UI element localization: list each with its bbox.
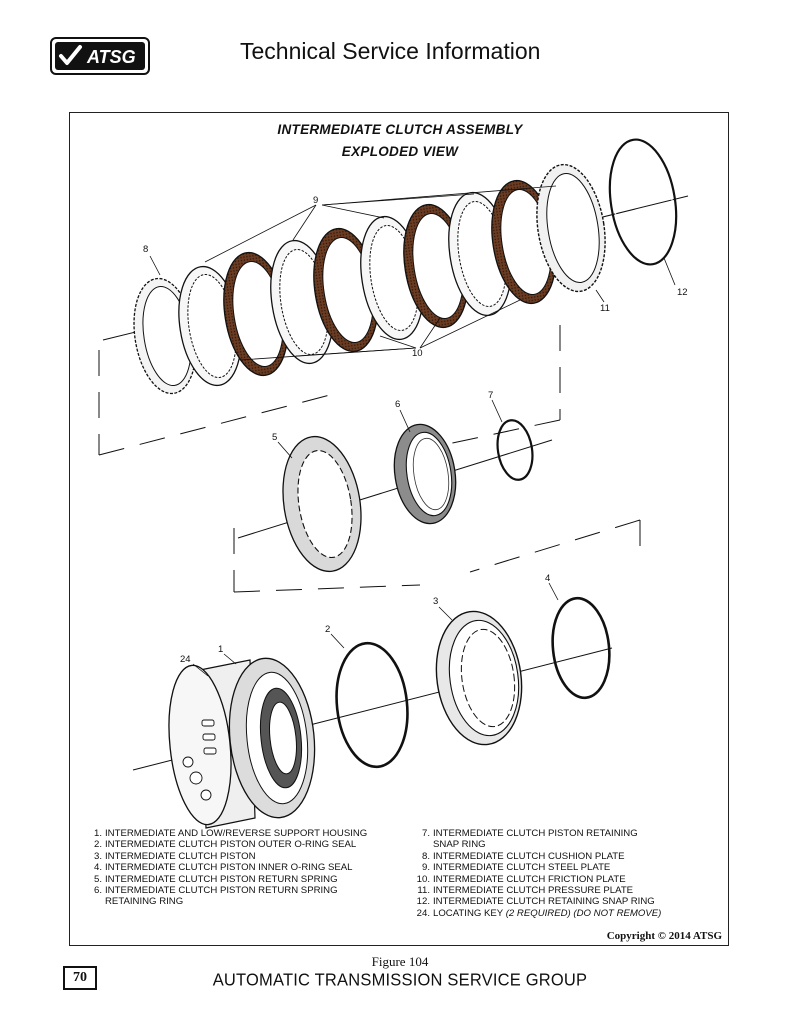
atsg-logo: ATSG bbox=[50, 37, 150, 75]
pressure-plate-11 bbox=[536, 163, 606, 293]
figure-frame bbox=[69, 112, 729, 946]
callout-9: 9 bbox=[313, 195, 318, 206]
page-number: 70 bbox=[63, 966, 97, 990]
inner-oring-4 bbox=[551, 596, 611, 700]
legend-item: 6.INTERMEDIATE CLUTCH PISTON RETURN SPRI… bbox=[93, 885, 338, 897]
page-footer: AUTOMATIC TRANSMISSION SERVICE GROUP bbox=[212, 970, 588, 990]
outer-oring-2 bbox=[335, 641, 409, 769]
support-housing-1 bbox=[168, 657, 316, 829]
callout-11: 11 bbox=[600, 303, 610, 314]
snap-ring-12 bbox=[608, 138, 678, 266]
callout-7: 7 bbox=[488, 390, 493, 401]
callout-6: 6 bbox=[395, 399, 400, 410]
legend-item: 11.INTERMEDIATE CLUTCH PRESSURE PLATE bbox=[417, 885, 634, 897]
legend-item: 5.INTERMEDIATE CLUTCH PISTON RETURN SPRI… bbox=[93, 873, 338, 885]
spring-retaining-ring-6 bbox=[393, 423, 457, 525]
callout-2: 2 bbox=[325, 624, 330, 635]
clutch-piston-3 bbox=[435, 610, 523, 746]
legend-right: 7.INTERMEDIATE CLUTCH PISTON RETAINING S… bbox=[414, 828, 714, 919]
callout-8: 8 bbox=[143, 244, 148, 255]
return-spring-5 bbox=[282, 435, 362, 573]
piston-snap-ring-7 bbox=[496, 419, 534, 481]
legend-item: 9.INTERMEDIATE CLUTCH STEEL PLATE bbox=[421, 862, 611, 874]
legend-item: 12.INTERMEDIATE CLUTCH RETAINING SNAP RI… bbox=[416, 896, 655, 908]
diagram-title-line2: EXPLODED VIEW bbox=[341, 144, 459, 159]
page-header-title: Technical Service Information bbox=[240, 38, 541, 64]
legend-note: (2 REQUIRED) (DO NOT REMOVE) bbox=[505, 907, 662, 919]
legend-item: 10.INTERMEDIATE CLUTCH FRICTION PLATE bbox=[416, 873, 626, 885]
copyright-notice: Copyright © 2014 ATSG bbox=[606, 930, 722, 942]
legend-item: 1.INTERMEDIATE AND LOW/REVERSE SUPPORT H… bbox=[93, 828, 368, 839]
callout-12: 12 bbox=[677, 287, 688, 298]
callout-3: 3 bbox=[433, 596, 438, 607]
legend-item: 3.INTERMEDIATE CLUTCH PISTON bbox=[93, 850, 256, 862]
legend-item: 24.LOCATING KEY (2 REQUIRED) (DO NOT REM… bbox=[416, 907, 662, 919]
callout-5: 5 bbox=[272, 432, 277, 443]
callout-4: 4 bbox=[545, 573, 550, 584]
callout-10: 10 bbox=[412, 348, 423, 359]
legend-item: RETAINING RING bbox=[105, 896, 184, 908]
legend-item: 2.INTERMEDIATE CLUTCH PISTON OUTER O-RIN… bbox=[93, 839, 357, 851]
callout-24: 24 bbox=[180, 654, 191, 665]
legend-left: 1.INTERMEDIATE AND LOW/REVERSE SUPPORT H… bbox=[86, 828, 406, 908]
legend-item: 7.INTERMEDIATE CLUTCH PISTON RETAINING bbox=[421, 828, 638, 839]
callout-1: 1 bbox=[218, 644, 223, 655]
legend-item: SNAP RING bbox=[433, 839, 486, 851]
legend-item: 4.INTERMEDIATE CLUTCH PISTON INNER O-RIN… bbox=[93, 862, 353, 874]
logo-text: ATSG bbox=[86, 47, 136, 67]
diagram-title-line1: INTERMEDIATE CLUTCH ASSEMBLY bbox=[277, 122, 523, 137]
figure-caption: Figure 104 bbox=[371, 954, 429, 969]
legend-item: 8.INTERMEDIATE CLUTCH CUSHION PLATE bbox=[421, 850, 625, 862]
